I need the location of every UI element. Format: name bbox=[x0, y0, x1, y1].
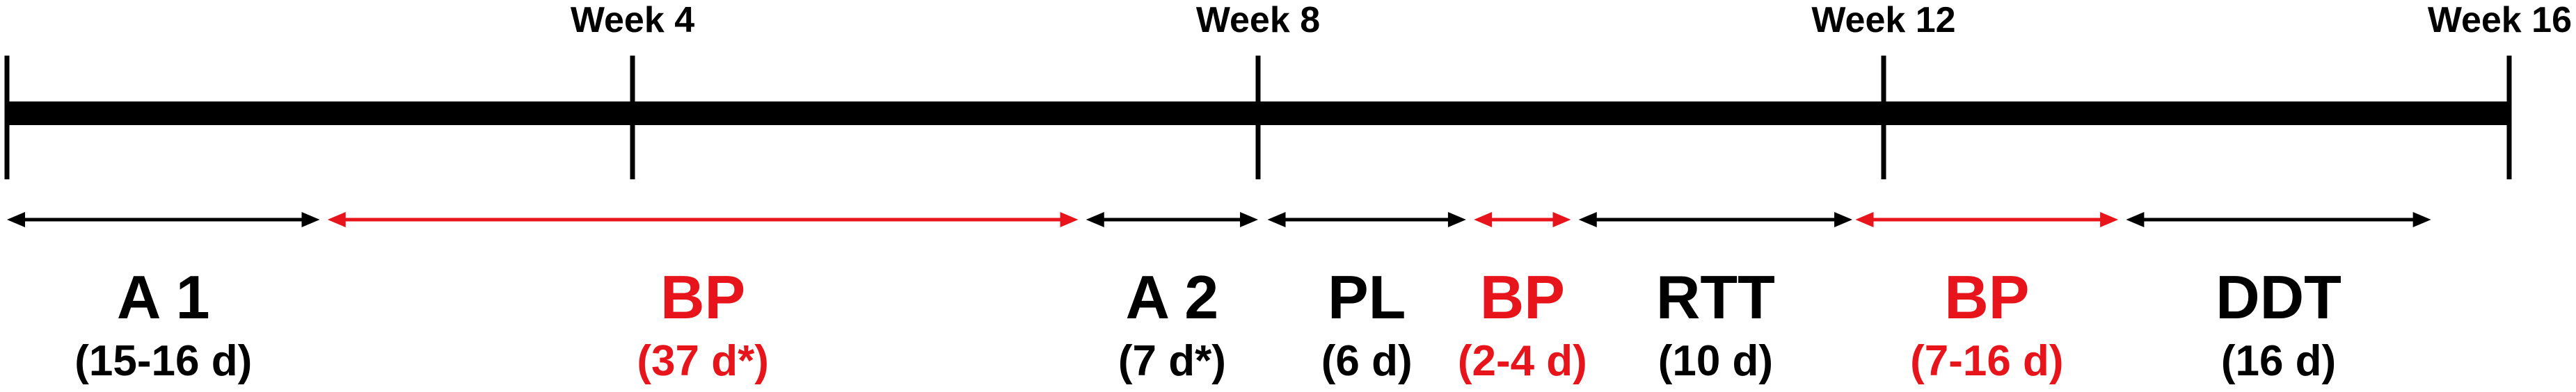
arrowhead-left-icon bbox=[1267, 212, 1286, 227]
phase-duration: (10 d) bbox=[1658, 337, 1773, 385]
phase-4: BP (2-4 d) bbox=[1458, 212, 1587, 385]
arrowhead-right-icon bbox=[1834, 212, 1853, 227]
arrowhead-right-icon bbox=[1240, 212, 1258, 227]
week-tick bbox=[630, 56, 635, 179]
phase-5: RTT (10 d) bbox=[1578, 212, 1853, 385]
phase-1: BP (37 d*) bbox=[327, 212, 1079, 385]
phase-duration: (7 d*) bbox=[1118, 337, 1226, 385]
arrowhead-left-icon bbox=[1855, 212, 1874, 227]
week-tick bbox=[4, 56, 10, 179]
phase-0: A 1 (15-16 d) bbox=[7, 212, 320, 385]
arrowhead-right-icon bbox=[301, 212, 320, 227]
phase-arrow-shaft bbox=[24, 218, 303, 222]
arrowhead-left-icon bbox=[327, 212, 346, 227]
week-label: Week 16 bbox=[2428, 0, 2572, 40]
week-label: Week 8 bbox=[1196, 0, 1320, 40]
phase-arrow-shaft bbox=[1490, 218, 1555, 222]
phase-2: A 2 (7 d*) bbox=[1086, 212, 1258, 385]
week-label: Week 4 bbox=[571, 0, 694, 40]
phase-duration: (7-16 d) bbox=[1910, 337, 2063, 385]
phase-name: BP bbox=[1944, 263, 2029, 332]
week-tick bbox=[1255, 56, 1261, 179]
arrowhead-right-icon bbox=[2100, 212, 2119, 227]
phase-name: RTT bbox=[1656, 263, 1775, 332]
phase-name: BP bbox=[660, 263, 745, 332]
phase-6: BP (7-16 d) bbox=[1855, 212, 2119, 385]
phase-arrow-shaft bbox=[2142, 218, 2415, 222]
arrowhead-left-icon bbox=[2126, 212, 2145, 227]
arrowhead-right-icon bbox=[1060, 212, 1079, 227]
arrowhead-right-icon bbox=[1447, 212, 1466, 227]
phase-name: PL bbox=[1328, 263, 1406, 332]
week-tick bbox=[1881, 56, 1886, 179]
phase-name: A 2 bbox=[1126, 263, 1219, 332]
phase-7: DDT (16 d) bbox=[2126, 212, 2431, 385]
phase-segments: A 1 (15-16 d) BP (37 d*) A 2 (7 d*) PL (6 d) BP (… bbox=[7, 212, 2431, 385]
phase-duration: (16 d) bbox=[2221, 337, 2336, 385]
phase-name: A 1 bbox=[117, 263, 210, 332]
arrowhead-left-icon bbox=[1578, 212, 1597, 227]
phase-duration: (15-16 d) bbox=[74, 337, 252, 385]
week-tick bbox=[2506, 56, 2512, 179]
phase-arrow-shaft bbox=[1284, 218, 1449, 222]
phase-arrow-shaft bbox=[1872, 218, 2102, 222]
phase-arrow-shaft bbox=[1595, 218, 1836, 222]
phase-name: BP bbox=[1480, 263, 1565, 332]
arrowhead-left-icon bbox=[1474, 212, 1493, 227]
phase-arrow-shaft bbox=[344, 218, 1062, 222]
phase-3: PL (6 d) bbox=[1267, 212, 1466, 385]
phase-duration: (6 d) bbox=[1321, 337, 1413, 385]
arrowhead-left-icon bbox=[7, 212, 25, 227]
week-label: Week 12 bbox=[1811, 0, 1955, 40]
phase-duration: (37 d*) bbox=[637, 337, 768, 385]
arrowhead-right-icon bbox=[2412, 212, 2431, 227]
phase-name: DDT bbox=[2216, 263, 2342, 332]
phase-duration: (2-4 d) bbox=[1458, 337, 1587, 385]
week-markers: Week 4 Week 8 Week 12 Week 16 bbox=[4, 0, 2572, 179]
arrowhead-right-icon bbox=[1552, 212, 1571, 227]
phase-arrow-shaft bbox=[1102, 218, 1241, 222]
arrowhead-left-icon bbox=[1086, 212, 1104, 227]
